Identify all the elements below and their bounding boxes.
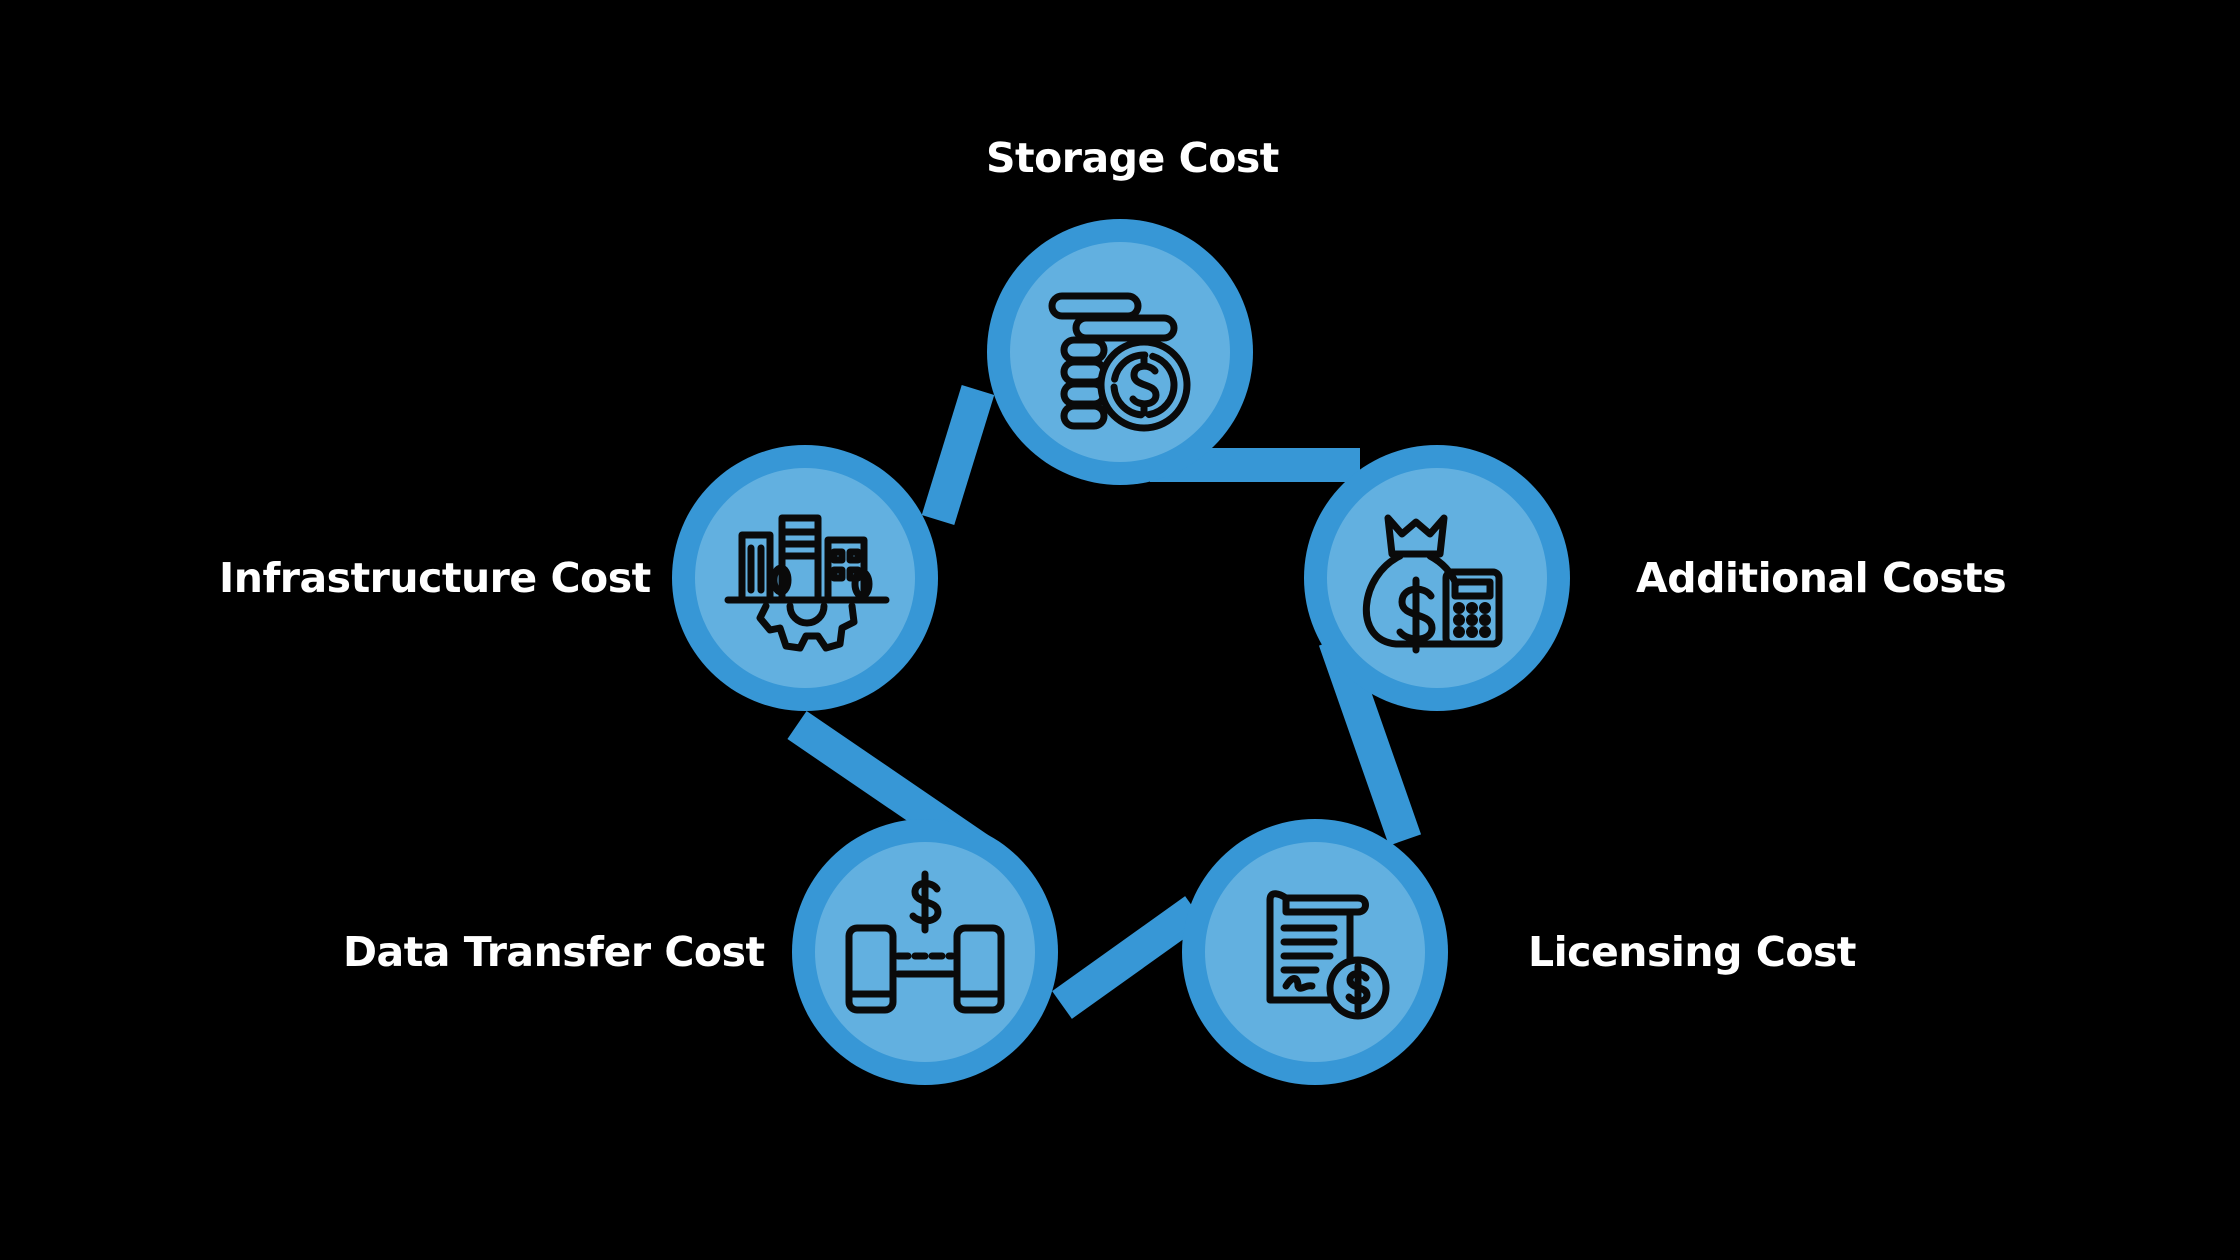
label-additional-costs: Additional Costs (1636, 554, 2007, 602)
node-licensing (1182, 819, 1448, 1085)
money-bag-calculator-icon (1362, 514, 1503, 654)
node-infrastructure (672, 445, 938, 711)
license-document-dollar-icon (1266, 890, 1390, 1020)
node-additional (1304, 445, 1570, 711)
node-storage (987, 219, 1253, 485)
connector-licensing-datatransfer (1052, 896, 1205, 1019)
node-licensing-inner (1205, 842, 1425, 1062)
label-licensing-cost: Licensing Cost (1528, 928, 1857, 976)
city-gear-icon (724, 514, 890, 652)
connector-infrastructure-storage (921, 385, 995, 525)
coins-dollar-icon (1048, 292, 1191, 432)
label-data-transfer-cost: Data Transfer Cost (343, 928, 765, 976)
phones-transfer-dollar-icon (845, 870, 1005, 1014)
node-additional-inner (1327, 468, 1547, 688)
label-storage-cost: Storage Cost (986, 134, 1279, 182)
node-data-transfer (792, 819, 1058, 1085)
node-infrastructure-inner (695, 468, 915, 688)
label-infrastructure-cost: Infrastructure Cost (219, 554, 651, 602)
